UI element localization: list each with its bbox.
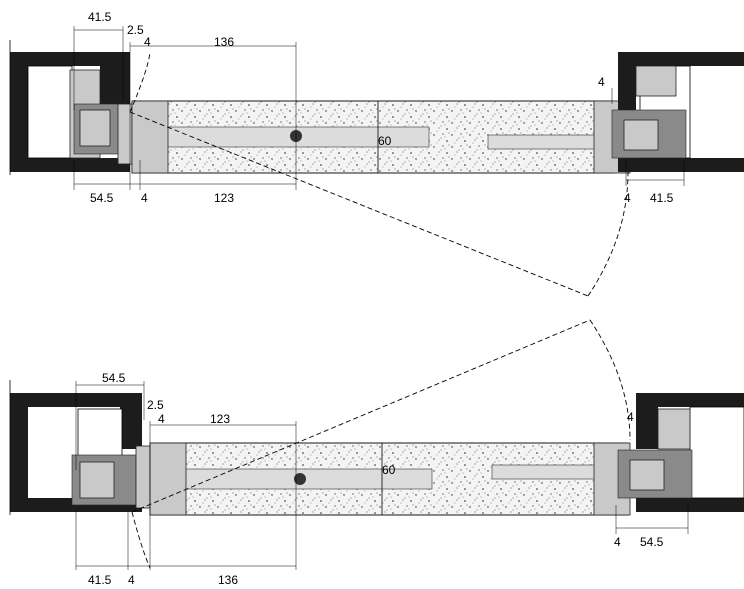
- dim-top-frame: 41.5: [88, 10, 112, 24]
- dim-bottom-sash: 136: [218, 573, 238, 587]
- top-right-frame: [611, 52, 744, 172]
- bottom-dimensions: [75, 381, 689, 570]
- bottom-left-frame: [9, 380, 167, 515]
- top-section: 41.5 2.5 4 136 60 4 54.5 4 123 4 41.5: [9, 10, 744, 297]
- bottom-right-frame: [617, 393, 744, 512]
- bottom-swing-line: [131, 319, 591, 513]
- bottom-swing-arc: [589, 319, 631, 441]
- top-dimensions: [73, 26, 685, 190]
- top-left-frame: [9, 40, 145, 175]
- dim-top-frame-bottom: 54.5: [90, 191, 114, 205]
- dim-bottom-right-bottom-gap: 4: [614, 535, 621, 549]
- dim-top-right-frame: 41.5: [650, 191, 674, 205]
- dim-top-panel: 123: [214, 191, 234, 205]
- dim-top-right-gap: 4: [598, 75, 605, 89]
- bottom-section: 54.5 2.5 4 123 60 4 4 54.5 41.5 4 136: [9, 319, 744, 587]
- dim-bottom-right-frame: 54.5: [640, 535, 664, 549]
- bottom-door-panel: [149, 442, 631, 516]
- dim-top-sash: 136: [214, 35, 234, 49]
- top-swing-line: [129, 111, 589, 297]
- dim-bottom-gap: 2.5: [147, 398, 164, 412]
- dim-top-gap: 2.5: [127, 23, 144, 37]
- dim-bottom-right-gap: 4: [627, 410, 634, 424]
- dim-top-bottom-gap: 4: [141, 191, 148, 205]
- dim-bottom-frame-bottom: 41.5: [88, 573, 112, 587]
- dim-bottom-thickness: 60: [382, 463, 396, 477]
- dim-bottom-panel: 123: [210, 412, 230, 426]
- dim-top-gap-small: 4: [144, 35, 151, 49]
- dim-bottom-frame: 54.5: [102, 371, 126, 385]
- dim-bottom-gap-small: 4: [158, 412, 165, 426]
- top-door-panel: [131, 100, 631, 174]
- top-swing-arc: [587, 171, 629, 297]
- dim-bottom-bottom-gap: 4: [128, 573, 135, 587]
- dim-top-thickness: 60: [378, 134, 392, 148]
- dim-top-right-bottom-gap: 4: [624, 191, 631, 205]
